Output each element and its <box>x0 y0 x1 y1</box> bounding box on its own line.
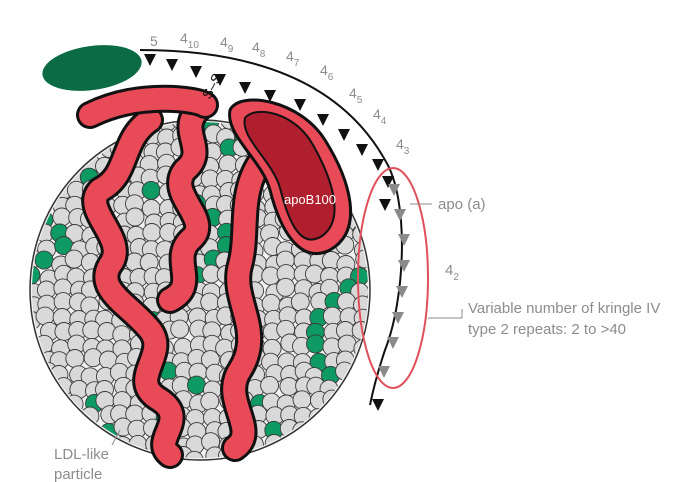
ldl-label-line1: LDL-like <box>54 446 109 463</box>
apob100-label: apoB100 <box>284 192 336 207</box>
kringle-label: 43 <box>396 136 410 157</box>
variable-kringle-text-line1: Variable number of kringle IV <box>468 300 660 317</box>
lipid-sphere <box>219 155 237 173</box>
kringle-label: 46 <box>320 62 334 83</box>
phospholipid-green-dot <box>142 181 160 199</box>
lipid-sphere <box>143 224 161 242</box>
kringle-label: 410 <box>180 30 199 51</box>
variable-kringle-text-line2: type 2 repeats: 2 to >40 <box>468 321 626 338</box>
kringle-iv-type2-marker <box>398 260 410 272</box>
variable-kringle-leader <box>428 309 462 318</box>
phospholipid-green-dot <box>307 335 325 353</box>
kringle-marker <box>190 66 202 78</box>
kringle-label: 49 <box>220 34 234 55</box>
kringle-label: 5 <box>150 33 158 49</box>
kringle-label: 47 <box>286 48 300 69</box>
kringle-marker <box>379 199 391 211</box>
kringle-label: 45 <box>349 85 363 106</box>
kringle-marker <box>372 159 384 171</box>
lipid-sphere <box>293 391 311 409</box>
ldl-label-line2: particle <box>54 466 102 482</box>
phospholipid-green-dot <box>35 251 53 269</box>
kringle-marker <box>294 99 306 111</box>
kringle-4-2-label: 42 <box>445 262 459 283</box>
lipid-sphere <box>323 307 341 325</box>
lipid-sphere <box>66 350 84 368</box>
lipid-sphere <box>338 335 356 353</box>
kringle-label: 44 <box>373 106 387 127</box>
kringle-marker <box>239 82 251 94</box>
kringle-iv-type2-marker <box>387 337 399 349</box>
lipid-sphere <box>262 294 280 312</box>
apo-a-label: apo (a) <box>438 196 486 213</box>
lipid-sphere <box>277 278 295 296</box>
lipid-sphere <box>201 392 219 410</box>
lipid-sphere <box>53 208 71 226</box>
kringle-marker <box>144 54 156 66</box>
kringle-iv-type2-marker <box>394 209 406 221</box>
phospholipid-green-dot <box>188 376 206 394</box>
kringle-marker <box>372 399 384 411</box>
kringle-marker <box>356 144 368 156</box>
lipid-sphere <box>261 376 279 394</box>
kringle-iv-type2-marker <box>398 234 410 246</box>
kringle-marker <box>166 59 178 71</box>
lipid-sphere <box>201 293 219 311</box>
lipid-sphere <box>65 250 83 268</box>
kringle-marker <box>317 114 329 126</box>
lipid-sphere <box>126 208 144 226</box>
kringle-marker <box>338 129 350 141</box>
kringle-label: 48 <box>252 39 266 60</box>
lipid-sphere <box>291 293 309 311</box>
kringle-iv-type2-marker <box>378 366 390 378</box>
lipid-sphere <box>171 320 189 338</box>
